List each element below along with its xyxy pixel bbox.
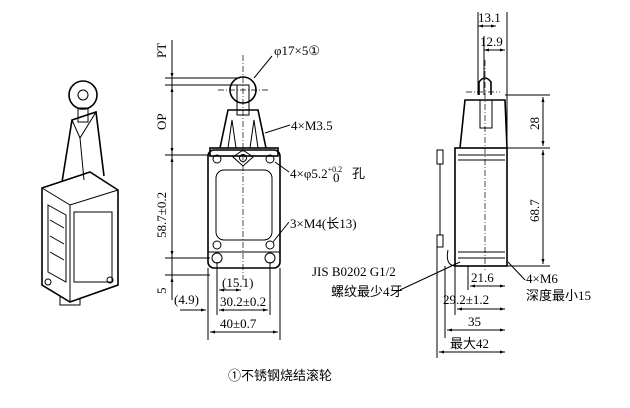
dim-15-1: (15.1) [222,275,253,290]
footnote: ①不锈钢烧结滚轮 [228,368,332,383]
dim-12-9: 12.9 [480,34,503,49]
dim-28: 28 [527,117,542,130]
roller-spec-label: φ17×5① [274,43,320,58]
dim-29-2: 29.2±1.2 [443,292,489,307]
holes-spec-label: 4×φ5.2+0.2 [290,165,342,181]
height-58-7-label: 58.7±0.2 [154,192,169,238]
front-view-labels: PT OP 58.7±0.2 5 φ17×5① 4×M3.5 4×φ5.2+0.… [154,43,365,331]
screws-m3-5-label: 4×M3.5 [291,118,333,133]
side-view-labels: 13.1 12.9 28 68.7 21.6 29.2±1.2 35 最大42 … [312,10,591,351]
body-outline [207,149,281,269]
dim-13-1: 13.1 [478,10,501,25]
holes-tol-lower: 0 [333,170,340,185]
thread-spec-line1: JIS B0202 G1/2 [312,264,396,279]
front-view [165,40,291,340]
dim-68-7: 68.7 [527,199,542,222]
dim-21-6: 21.6 [471,270,494,285]
dim-35: 35 [468,314,481,329]
thread-spec-line2: 螺纹最少4牙 [331,284,403,299]
height-5-label: 5 [154,288,169,295]
m6-spec-line1: 4×M6 [526,271,558,286]
m6-spec-line2: 深度最小15 [526,288,591,303]
dim-40: 40±0.7 [220,316,257,331]
dim-30-2: 30.2±0.2 [220,294,266,309]
screws-m4-label: 3×M4(长13) [290,216,357,231]
holes-suffix: 孔 [352,166,365,181]
dim-4-9: (4.9) [174,292,199,307]
side-view [399,12,550,358]
op-label: OP [154,113,169,130]
dim-42: 最大42 [450,336,489,351]
pt-label: PT [154,43,169,58]
product-illustration [41,80,119,306]
